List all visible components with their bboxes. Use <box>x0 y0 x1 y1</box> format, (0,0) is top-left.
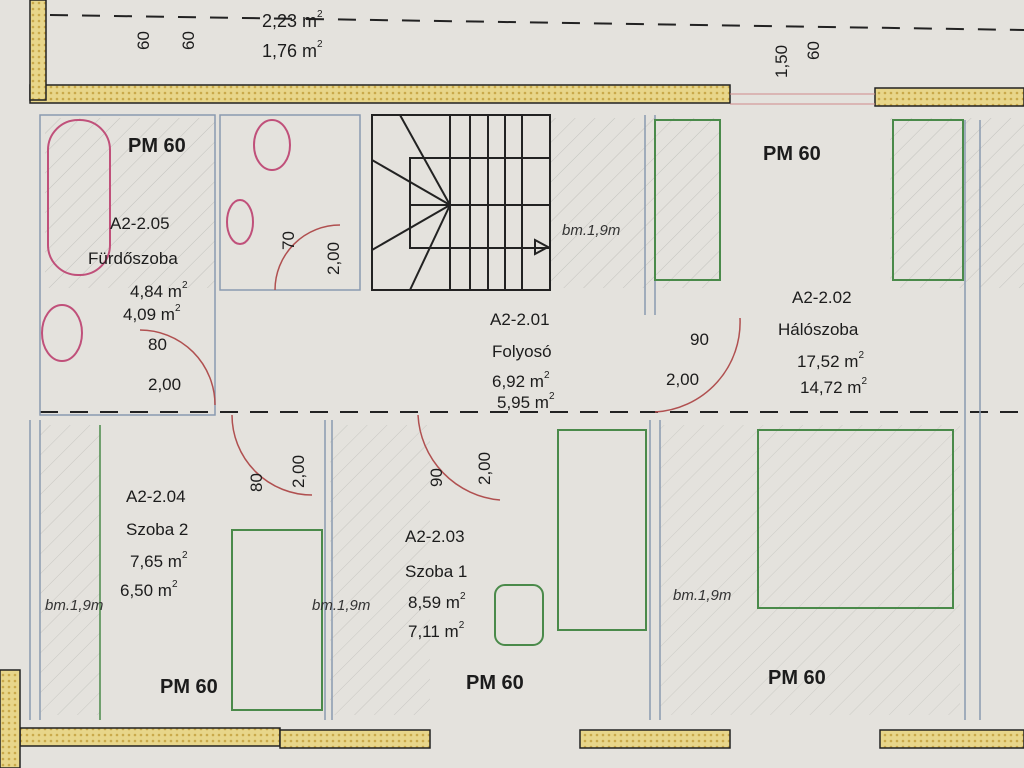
wall-bottom-left <box>19 727 281 747</box>
room-net-area: 4,09 m2 <box>123 303 181 324</box>
wall-top-left <box>29 84 731 104</box>
room-name: Szoba 2 <box>126 520 189 539</box>
room-id: A2-2.03 <box>405 527 465 546</box>
door-height: 2,00 <box>324 241 343 275</box>
room-name: Szoba 1 <box>405 562 468 581</box>
door-width: 90 <box>690 330 709 349</box>
wall-bottom-mid2 <box>579 729 731 749</box>
door-height: 2,00 <box>666 370 700 389</box>
wall-left-bottom <box>0 669 21 768</box>
wall-left-top <box>29 0 47 101</box>
ceiling-height-note: bm.1,9m <box>312 597 371 614</box>
ceiling-height-note: bm.1,9m <box>673 587 732 604</box>
dim-label: 60 <box>134 31 153 50</box>
room-name: Hálószoba <box>778 320 859 339</box>
dim-label: 60 <box>804 41 823 60</box>
wall-top-right <box>874 87 1024 107</box>
room-name: Fürdőszoba <box>88 249 178 268</box>
room-id: A2-2.04 <box>126 487 186 506</box>
room-gross-area: 17,52 m2 <box>797 350 864 371</box>
window-label: PM 60 <box>466 672 524 694</box>
door-height: 2,00 <box>475 451 494 485</box>
ceiling-height-note: bm.1,9m <box>45 597 104 614</box>
double-bed <box>757 429 954 609</box>
room-id: A2-2.05 <box>110 214 170 233</box>
door-width: 90 <box>427 468 446 487</box>
room-gross-area: 8,59 m2 <box>408 591 466 612</box>
room-name: Folyosó <box>492 342 552 361</box>
wall-bottom-mid <box>279 729 431 749</box>
toilet <box>253 119 291 171</box>
window-label: PM 60 <box>763 143 821 165</box>
bathtub <box>47 119 111 276</box>
room-net-area: 6,50 m2 <box>120 579 178 600</box>
door-width: 80 <box>247 473 266 492</box>
desk-chair <box>494 584 544 646</box>
room-gross-area: 4,84 m2 <box>130 280 188 301</box>
top-area-net: 1,76 m2 <box>262 39 323 61</box>
room-net-area: 14,72 m2 <box>800 376 867 397</box>
sink-wc <box>226 199 254 245</box>
room-id: A2-2.01 <box>490 310 550 329</box>
section-line-top <box>49 14 1024 31</box>
staircase <box>371 114 551 291</box>
bed-szoba1 <box>557 429 647 631</box>
dim-label: 1,50 <box>772 44 791 78</box>
room-net-area: 7,11 m2 <box>408 620 465 641</box>
room-id: A2-2.02 <box>792 288 852 307</box>
ceiling-height-note: bm.1,9m <box>562 222 621 239</box>
room-gross-area: 7,65 m2 <box>130 550 188 571</box>
door-height: 2,00 <box>148 375 182 394</box>
window-label: PM 60 <box>768 667 826 689</box>
sink-bath <box>41 304 83 362</box>
door-height: 2,00 <box>289 454 308 488</box>
room-gross-area: 6,92 m2 <box>492 370 550 391</box>
window-label: PM 60 <box>128 135 186 157</box>
door-width: 70 <box>279 231 298 250</box>
top-area-gross: 2,23 m2 <box>262 9 323 31</box>
door-width: 80 <box>148 335 167 354</box>
wall-bottom-right <box>879 729 1024 749</box>
window-label: PM 60 <box>160 676 218 698</box>
dim-label: 60 <box>179 31 198 50</box>
bed-szoba2 <box>231 529 323 711</box>
room-net-area: 5,95 m2 <box>497 391 555 412</box>
